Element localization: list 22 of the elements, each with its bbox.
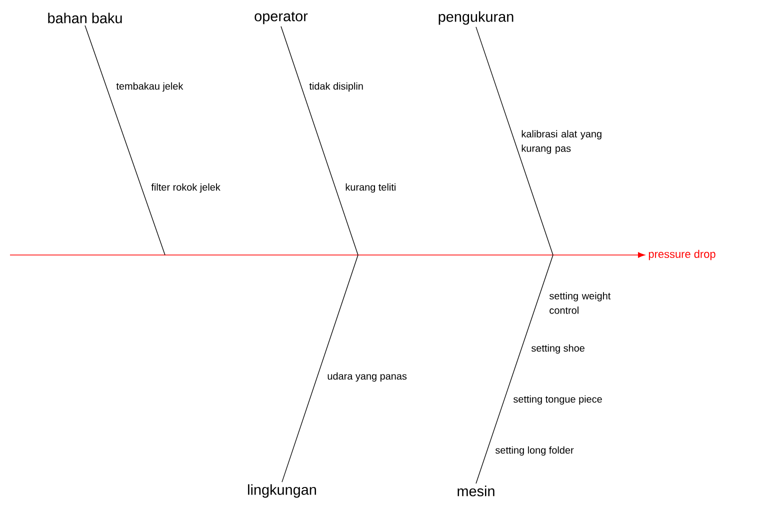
cause-label: tembakau jelek: [116, 82, 184, 92]
bone-line: [280, 26, 358, 256]
cause-label: udara yang panas: [328, 372, 407, 382]
bone-line: [282, 254, 358, 482]
bone-line: [476, 254, 554, 484]
cause-label: filter rokok jelek: [151, 183, 220, 193]
category-label: operator: [254, 12, 308, 24]
category-label: bahan baku: [48, 12, 122, 24]
spine-arrow: [10, 252, 645, 258]
bone-line: [476, 26, 554, 256]
bone-line: [84, 25, 166, 256]
category-label: pengukuran: [438, 11, 514, 25]
category-label: mesin: [458, 486, 494, 496]
category-label: lingkungan: [248, 484, 316, 498]
cause-label: kalibrasi alat yang kurang pas: [522, 130, 602, 154]
cause-label: setting tongue piece: [513, 395, 602, 405]
cause-label: kurang teliti: [346, 183, 396, 193]
cause-label: setting shoe: [531, 344, 584, 354]
cause-label: tidak disiplin: [309, 82, 363, 92]
effect-label: pressure drop: [648, 250, 716, 260]
cause-label: setting long folder: [495, 446, 574, 456]
cause-label: setting weight control: [549, 292, 611, 314]
